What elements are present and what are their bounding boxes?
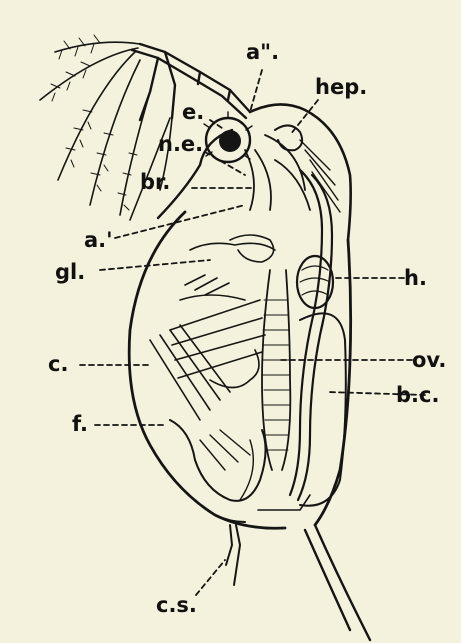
label-caudal-setae: c.s. (156, 595, 197, 616)
label-second-antenna: a". (246, 42, 279, 63)
label-carapace: c. (48, 354, 68, 375)
caudal-spine (305, 525, 370, 640)
label-feeding-limbs: f. (72, 414, 88, 435)
label-ovary: ov. (412, 350, 446, 371)
label-eye: e. (182, 102, 204, 123)
label-brain: br. (140, 172, 170, 193)
label-hepatic-caecum: hep. (315, 77, 367, 98)
label-brood-chamber: b.c. (396, 385, 439, 406)
label-first-antenna: a.' (84, 230, 113, 251)
label-nauplius-eye: n.e. (158, 134, 203, 155)
label-shell-gland: gl. (55, 262, 85, 283)
label-leaders (80, 70, 425, 595)
gut (290, 170, 322, 495)
label-heart: h. (404, 268, 427, 289)
thoracic-limbs (150, 235, 275, 420)
